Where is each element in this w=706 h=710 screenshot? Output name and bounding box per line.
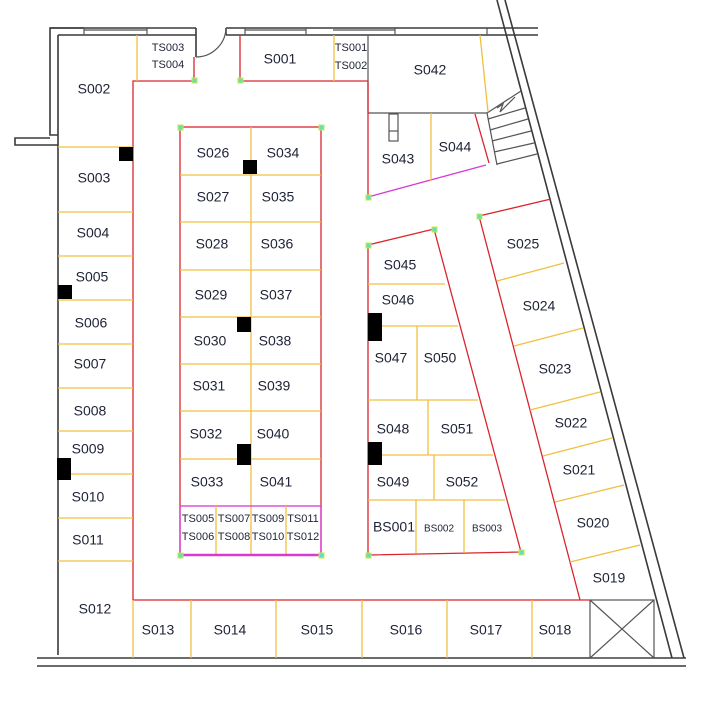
unit-s014[interactable]: S014 [214, 622, 247, 638]
unit-s005[interactable]: S005 [76, 269, 109, 285]
unit-s017[interactable]: S017 [470, 622, 503, 638]
unit-s038[interactable]: S038 [259, 333, 292, 349]
unit-ts012[interactable]: TS012 [287, 531, 319, 543]
unit-ts008[interactable]: TS008 [218, 531, 250, 543]
unit-s008[interactable]: S008 [74, 403, 107, 419]
unit-s001[interactable]: S001 [264, 51, 297, 67]
unit-s047[interactable]: S047 [375, 350, 408, 366]
unit-ts007[interactable]: TS007 [218, 513, 250, 525]
unit-bs001[interactable]: BS001 [373, 519, 415, 535]
unit-s046[interactable]: S046 [382, 292, 415, 308]
unit-s020[interactable]: S020 [577, 515, 610, 531]
unit-s048[interactable]: S048 [377, 421, 410, 437]
unit-s032[interactable]: S032 [190, 426, 223, 442]
pillar-icon [57, 147, 382, 480]
unit-s045[interactable]: S045 [384, 257, 417, 273]
unit-ts006[interactable]: TS006 [182, 531, 214, 543]
unit-s015[interactable]: S015 [301, 622, 334, 638]
unit-s002[interactable]: S002 [78, 81, 111, 97]
unit-s007[interactable]: S007 [74, 356, 107, 372]
unit-s050[interactable]: S050 [424, 350, 457, 366]
unit-s039[interactable]: S039 [258, 378, 291, 394]
unit-ts002[interactable]: TS002 [335, 60, 367, 72]
unit-labels: S001 S002 S003 S004 S005 S006 S007 S008 … [72, 42, 626, 638]
unit-s034[interactable]: S034 [267, 145, 300, 161]
unit-s018[interactable]: S018 [539, 622, 572, 638]
right-strip [478, 198, 641, 601]
unit-s033[interactable]: S033 [191, 474, 224, 490]
unit-s019[interactable]: S019 [593, 570, 626, 586]
unit-s003[interactable]: S003 [78, 170, 111, 186]
unit-s027[interactable]: S027 [197, 189, 230, 205]
unit-s042[interactable]: S042 [414, 62, 447, 78]
outer-walls [14, 0, 686, 667]
unit-s044[interactable]: S044 [439, 139, 472, 155]
unit-s052[interactable]: S052 [446, 474, 479, 490]
unit-s011[interactable]: S011 [72, 532, 104, 548]
unit-s016[interactable]: S016 [390, 622, 423, 638]
unit-s009[interactable]: S009 [72, 441, 105, 457]
unit-bs002[interactable]: BS002 [424, 524, 454, 535]
unit-s035[interactable]: S035 [262, 189, 295, 205]
unit-s013[interactable]: S013 [142, 622, 175, 638]
unit-s051[interactable]: S051 [441, 421, 474, 437]
unit-s006[interactable]: S006 [75, 315, 108, 331]
unit-s030[interactable]: S030 [194, 333, 227, 349]
unit-s021[interactable]: S021 [563, 462, 596, 478]
survey-nodes [177, 77, 525, 559]
stairs-icon [486, 90, 538, 166]
unit-ts009[interactable]: TS009 [252, 513, 284, 525]
unit-s004[interactable]: S004 [77, 225, 110, 241]
unit-ts003[interactable]: TS003 [152, 42, 184, 54]
unit-s023[interactable]: S023 [539, 361, 572, 377]
unit-ts001[interactable]: TS001 [335, 42, 367, 54]
unit-s024[interactable]: S024 [523, 298, 556, 314]
unit-s040[interactable]: S040 [257, 426, 290, 442]
unit-s025[interactable]: S025 [507, 236, 540, 252]
s042-block [367, 34, 489, 142]
unit-ts004[interactable]: TS004 [152, 59, 184, 71]
unit-s043[interactable]: S043 [382, 151, 415, 167]
perimeter-boundary [58, 35, 590, 658]
unit-s031[interactable]: S031 [193, 378, 226, 394]
unit-s022[interactable]: S022 [555, 415, 588, 431]
unit-s036[interactable]: S036 [261, 236, 294, 252]
trapezoid-block [367, 228, 522, 556]
unit-s028[interactable]: S028 [196, 236, 229, 252]
unit-s029[interactable]: S029 [195, 287, 228, 303]
lift-shaft-icon [589, 599, 655, 659]
unit-bs003[interactable]: BS003 [472, 524, 502, 535]
unit-s012[interactable]: S012 [79, 601, 112, 617]
unit-s049[interactable]: S049 [377, 474, 410, 490]
unit-s010[interactable]: S010 [72, 489, 105, 505]
unit-s037[interactable]: S037 [260, 287, 293, 303]
unit-s041[interactable]: S041 [260, 474, 293, 490]
unit-ts010[interactable]: TS010 [252, 531, 284, 543]
door-swing-icon [195, 27, 227, 58]
unit-s026[interactable]: S026 [197, 145, 230, 161]
unit-ts005[interactable]: TS005 [182, 513, 214, 525]
unit-ts011[interactable]: TS011 [287, 513, 319, 525]
